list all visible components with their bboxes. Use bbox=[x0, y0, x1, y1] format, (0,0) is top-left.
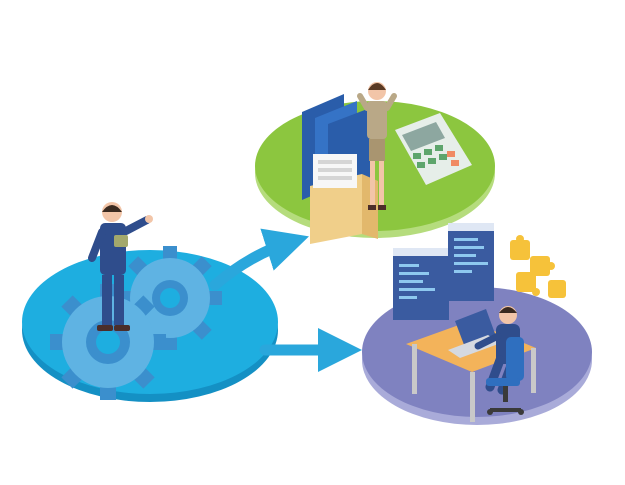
puzzle-icon bbox=[510, 235, 566, 298]
code-window-icon bbox=[393, 223, 494, 320]
businessman-figure bbox=[88, 202, 153, 331]
arrow-icon bbox=[209, 228, 362, 372]
woman-figure bbox=[357, 82, 397, 210]
office-chair-icon bbox=[486, 337, 524, 415]
gear-icon bbox=[50, 246, 222, 400]
calculator-icon bbox=[395, 113, 472, 185]
